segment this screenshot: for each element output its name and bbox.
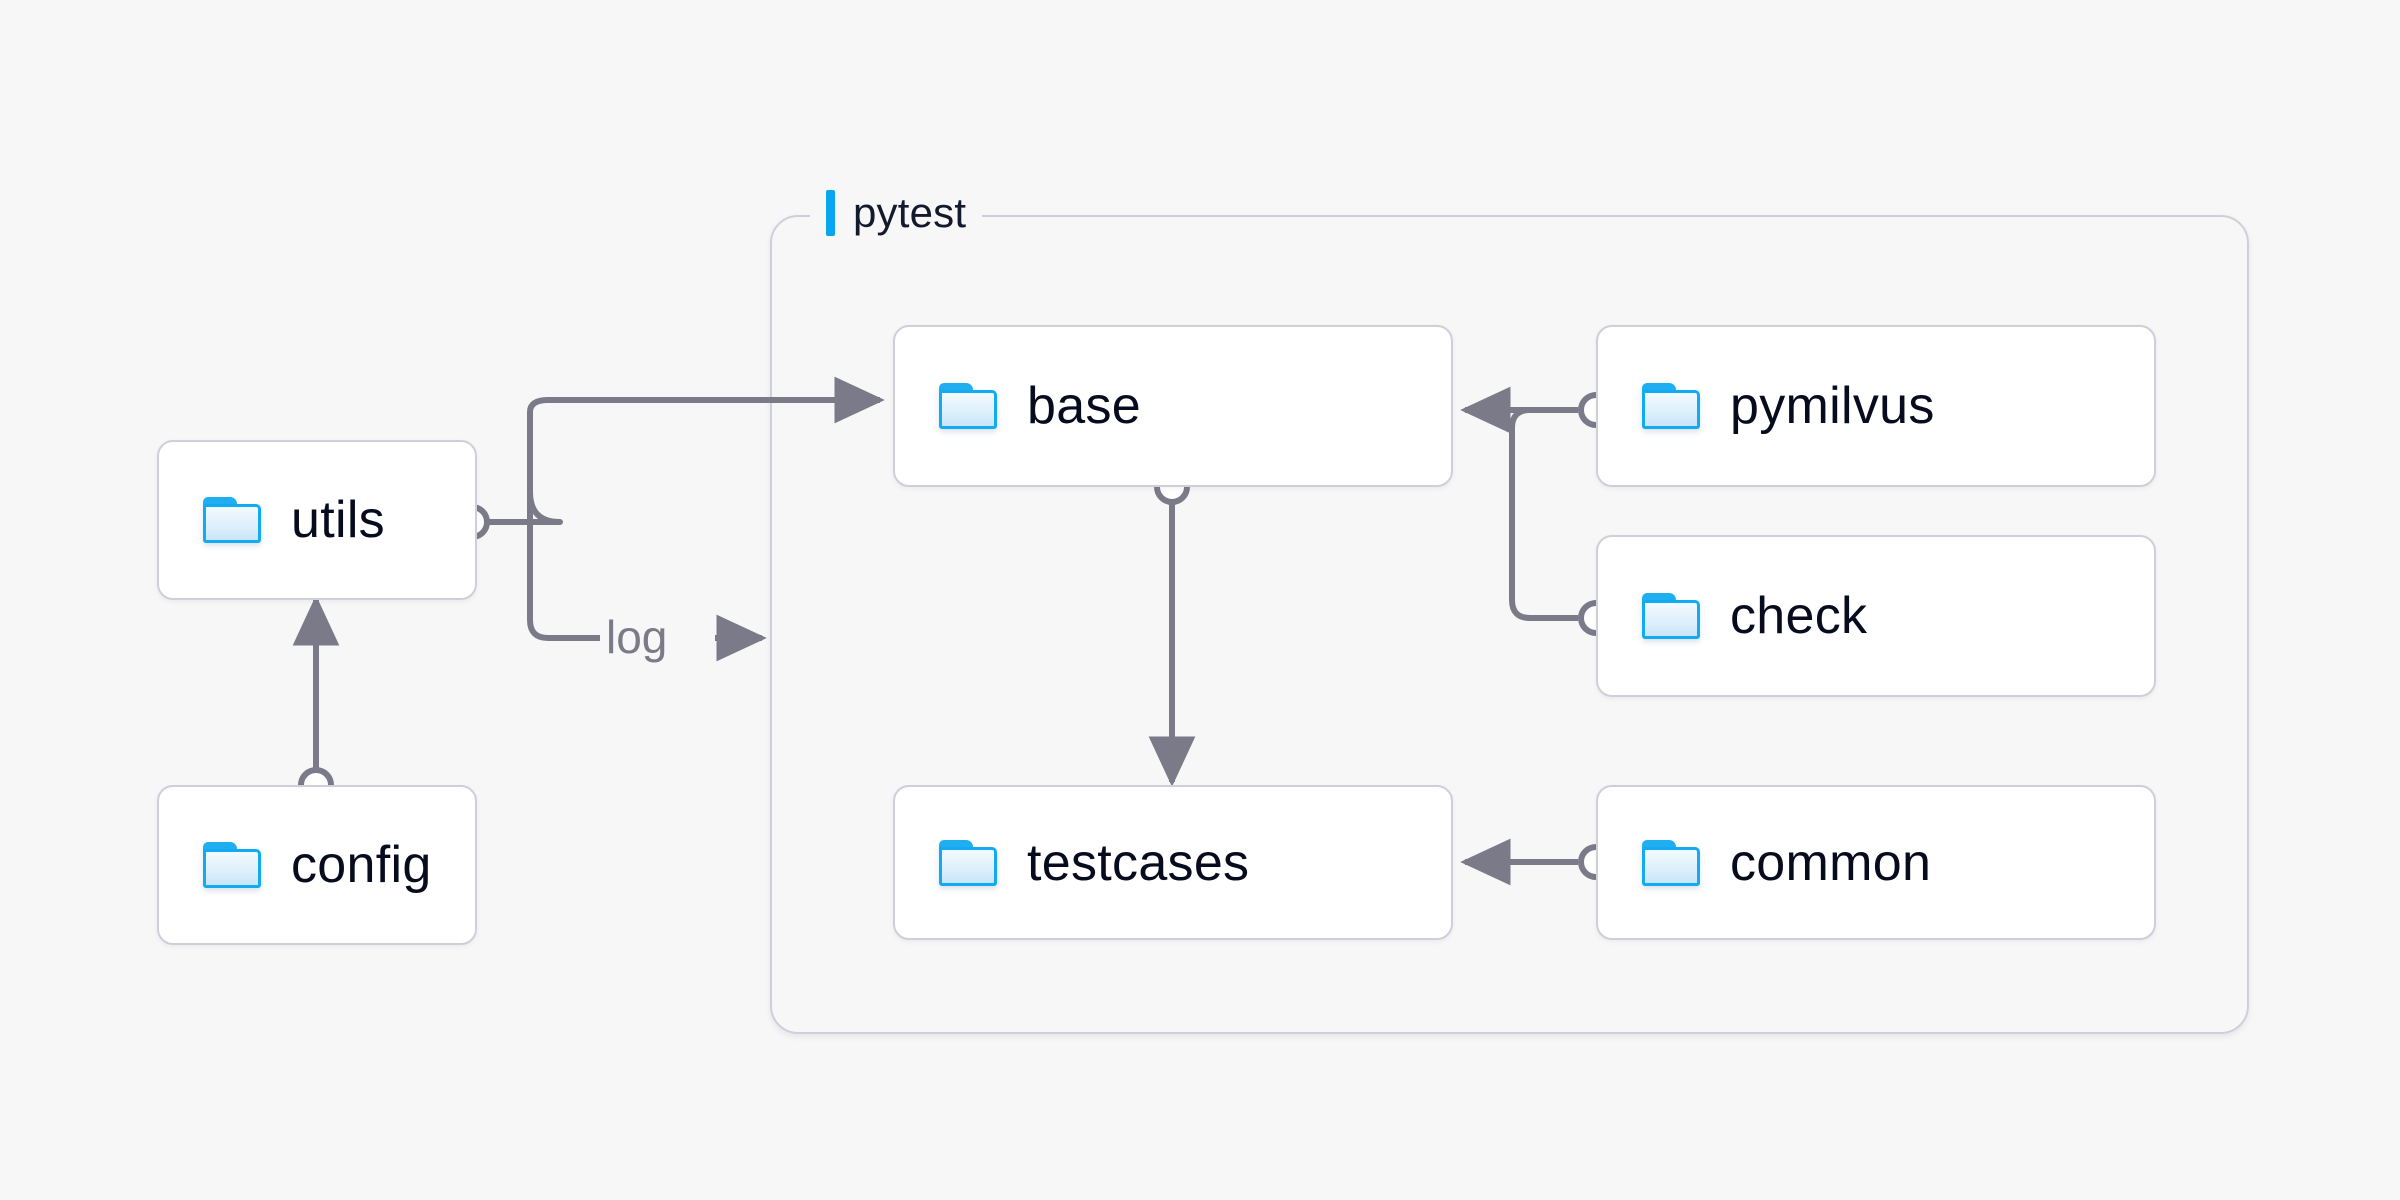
folder-icon bbox=[1642, 383, 1700, 429]
node-base[interactable]: base bbox=[893, 325, 1453, 487]
accent-bar-icon bbox=[826, 190, 835, 236]
node-pymilvus[interactable]: pymilvus bbox=[1596, 325, 2156, 487]
folder-icon bbox=[939, 383, 997, 429]
node-check[interactable]: check bbox=[1596, 535, 2156, 697]
node-label: base bbox=[1027, 377, 1141, 435]
folder-icon bbox=[203, 842, 261, 888]
node-common[interactable]: common bbox=[1596, 785, 2156, 940]
node-config[interactable]: config bbox=[157, 785, 477, 945]
group-title: pytest bbox=[853, 189, 967, 236]
folder-icon bbox=[1642, 839, 1700, 886]
node-utils[interactable]: utils bbox=[157, 440, 477, 600]
pytest-group-container bbox=[770, 215, 2249, 1034]
edge-utils-log-stub bbox=[527, 522, 600, 641]
node-testcases[interactable]: testcases bbox=[893, 785, 1453, 940]
node-label: check bbox=[1730, 587, 1868, 645]
node-label: common bbox=[1730, 833, 1932, 892]
folder-icon bbox=[203, 497, 261, 543]
pytest-group-label: pytest bbox=[810, 185, 983, 241]
node-label: testcases bbox=[1027, 833, 1250, 892]
folder-icon bbox=[939, 839, 997, 886]
node-label: utils bbox=[291, 491, 385, 549]
node-label: pymilvus bbox=[1730, 377, 1935, 435]
edge-label-log: log bbox=[606, 611, 668, 663]
node-label: config bbox=[291, 836, 432, 894]
folder-icon bbox=[1642, 593, 1700, 639]
